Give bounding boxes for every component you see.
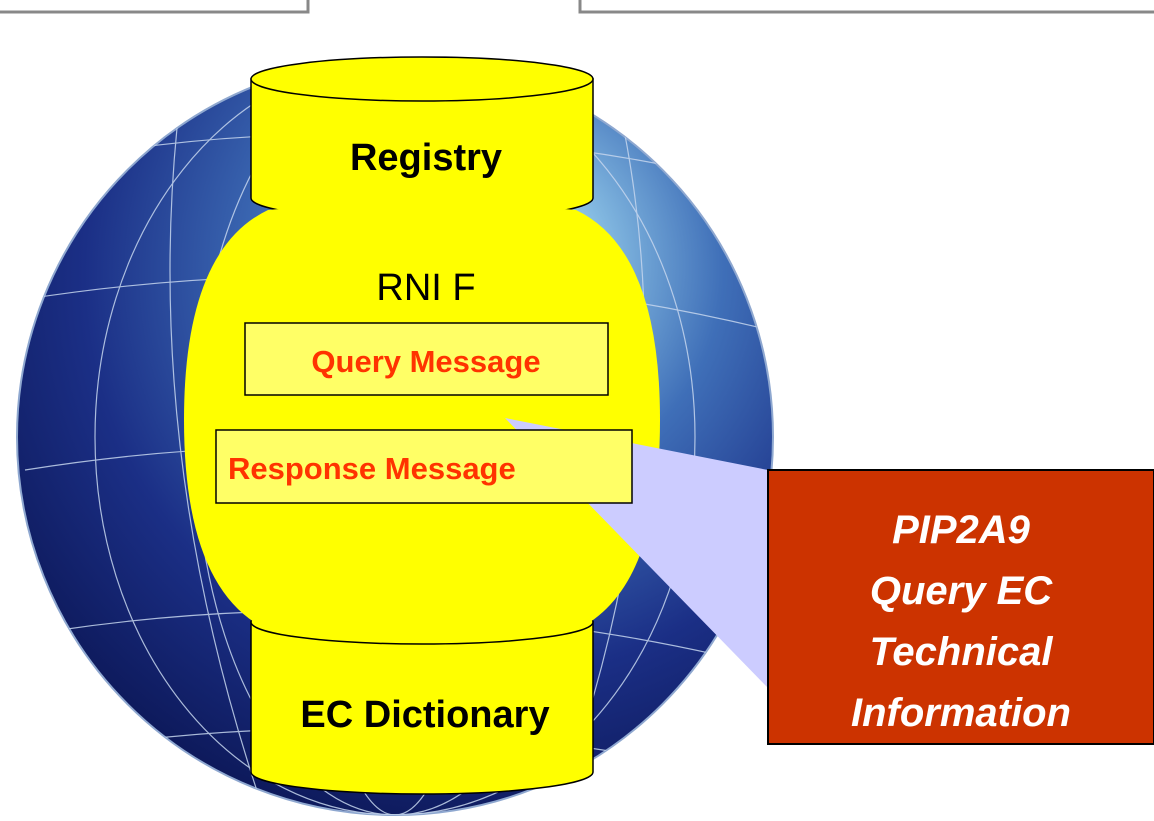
registry-label: Registry — [350, 137, 502, 179]
rnif-label: RNI F — [376, 267, 475, 309]
top-frame — [0, 0, 1154, 14]
rnif-barrel — [184, 202, 660, 638]
dictionary-label: EC Dictionary — [300, 694, 549, 736]
callout-box: PIP2A9 Query EC Technical Information — [767, 469, 1154, 745]
response-message-box — [215, 429, 633, 504]
callout-line-3: Technical — [869, 630, 1053, 674]
query-message-label: Query Message — [311, 344, 540, 379]
callout-line-1: PIP2A9 — [892, 508, 1031, 552]
query-message-box — [244, 322, 609, 396]
callout-line-4: Information — [851, 691, 1071, 735]
response-message-label: Response Message — [228, 451, 516, 486]
registry-cylinder — [250, 56, 594, 221]
callout-line-2: Query EC — [870, 569, 1053, 613]
